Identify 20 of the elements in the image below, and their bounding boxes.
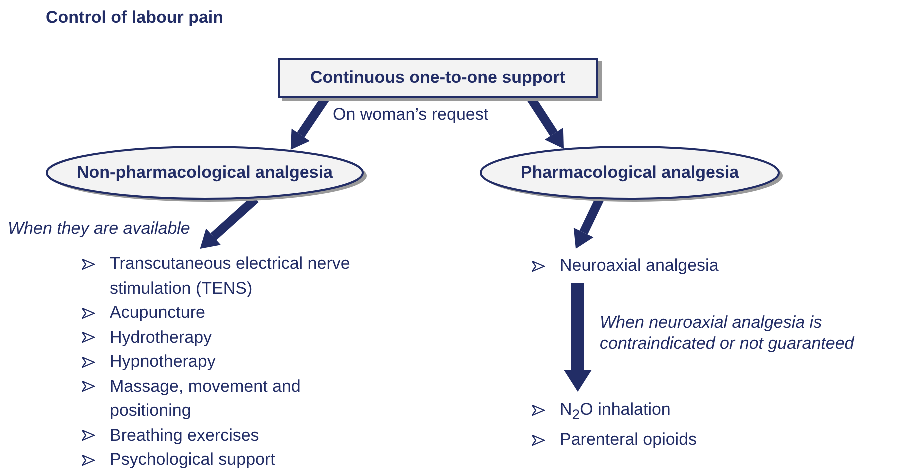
list-item: Neuroaxial analgesia xyxy=(560,255,719,277)
box-label: Continuous one-to-one support xyxy=(310,68,566,88)
edge-label: When neuroaxial analgesia is contraindicated or not guaranteed xyxy=(600,312,856,354)
list-item: Parenteral opioids xyxy=(560,428,698,451)
list-item: Psychological support xyxy=(110,449,276,471)
list-item: Acupuncture xyxy=(110,302,206,324)
list-item: N$_{2}$O inhalation xyxy=(560,399,671,426)
arrow xyxy=(564,283,592,392)
list-item: Hydrotherapy xyxy=(110,326,212,348)
condition-note: When they are available xyxy=(8,218,190,239)
oval-label: Pharmacological analgesia xyxy=(520,163,740,183)
list-item: Hypnotherapy xyxy=(110,351,216,373)
oval-label: Non-pharmacological analgesia xyxy=(76,163,333,183)
list-item: Massage, movement and positioning xyxy=(110,376,302,422)
list-item: Breathing exercises xyxy=(110,424,260,446)
list-item: Transcutaneous electrical nerve stimulation (TENS) xyxy=(110,253,352,300)
diagram-title: Control of labour pain xyxy=(46,8,224,28)
arrow-label: On woman’s request xyxy=(333,104,489,125)
oval-node xyxy=(46,146,364,200)
oval-node xyxy=(480,146,780,200)
